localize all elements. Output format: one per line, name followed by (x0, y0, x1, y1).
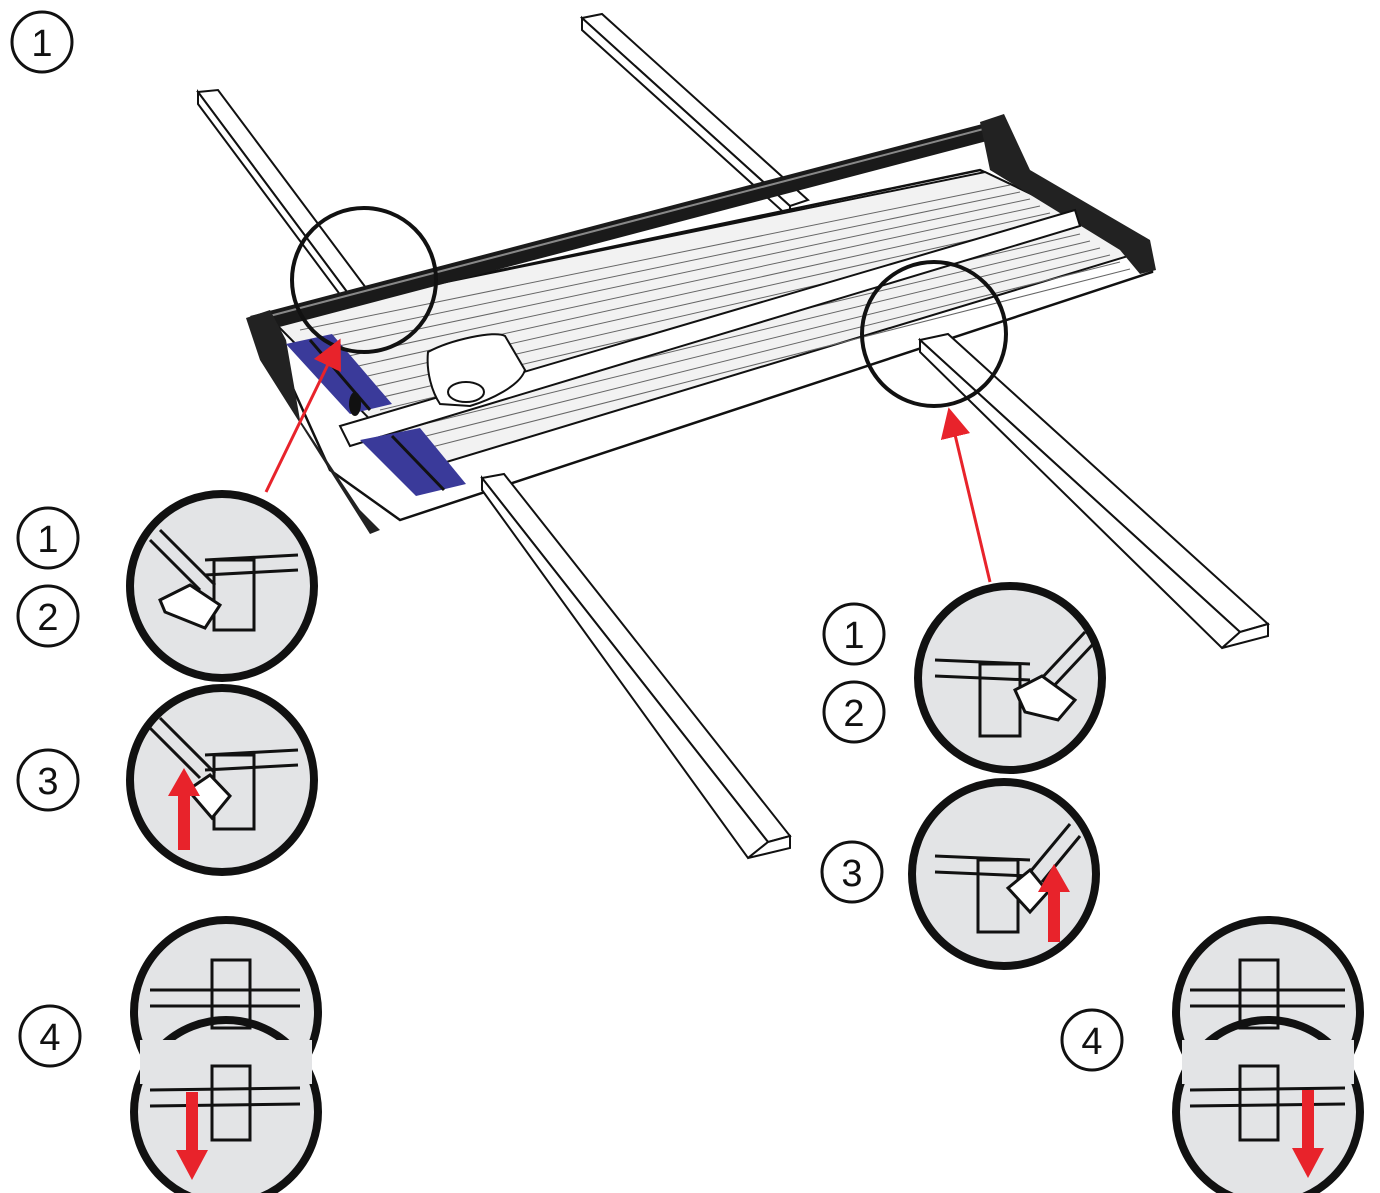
step-number-left-1: 1 (16, 506, 80, 570)
callout-line-left (264, 338, 341, 493)
step-number-right-2: 2 (822, 680, 886, 744)
red-arrow-down-left-4 (176, 1092, 208, 1180)
red-arrow-up-right-3 (1038, 864, 1070, 942)
trimmer-base (246, 114, 1156, 534)
step-number-main: 1 (10, 10, 74, 74)
step-number-left-1-label: 1 (37, 519, 58, 561)
step-number-right-2-label: 2 (843, 693, 864, 735)
step-number-right-4: 4 (1060, 1008, 1124, 1072)
red-arrow-down-right-4 (1292, 1090, 1324, 1178)
callout-line-right (940, 407, 992, 583)
red-arrow-up-left-3 (168, 768, 200, 850)
support-bar-back-left (196, 88, 377, 320)
step-number-left-3-label: 3 (37, 761, 58, 803)
detail-right-step-1-2 (914, 582, 1106, 774)
callout-circle-left (290, 206, 438, 354)
detail-right-step-3 (908, 778, 1100, 970)
step-number-main-label: 1 (31, 23, 52, 65)
step-number-left-4: 4 (18, 1004, 82, 1068)
support-bar-back-right (579, 12, 810, 221)
detail-right-step-4 (1172, 916, 1364, 1193)
support-bar-front-left (480, 472, 792, 860)
detail-left-step-4 (130, 916, 322, 1193)
callout-circle-right (860, 260, 1008, 408)
step-number-right-1: 1 (822, 602, 886, 666)
detail-left-step-3 (126, 684, 318, 876)
step-number-left-2: 2 (16, 584, 80, 648)
step-number-left-3: 3 (16, 748, 80, 812)
support-bar-front-right (917, 332, 1271, 650)
step-number-left-4-label: 4 (39, 1017, 60, 1059)
step-number-right-4-label: 4 (1081, 1021, 1102, 1063)
step-number-right-3: 3 (820, 840, 884, 904)
detail-left-step-1-2 (126, 490, 318, 682)
step-number-right-3-label: 3 (841, 853, 862, 895)
step-number-left-2-label: 2 (37, 597, 58, 639)
step-number-right-1-label: 1 (843, 615, 864, 657)
